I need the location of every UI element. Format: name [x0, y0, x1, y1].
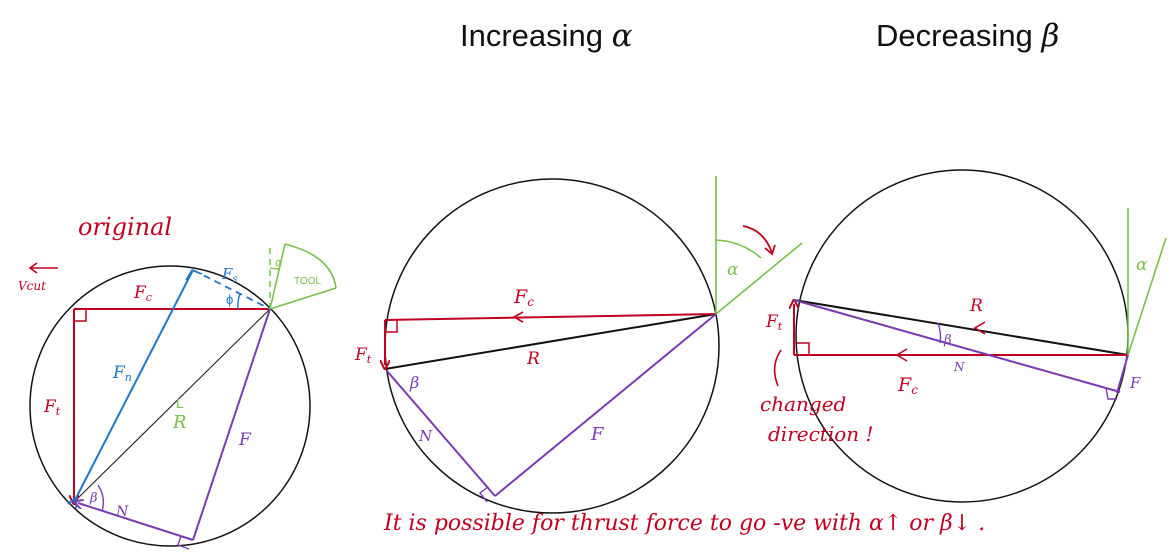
diagram-increasing-alpha: R Fc Ft F N β α [354, 176, 803, 514]
force-fn-original [74, 269, 194, 502]
diagram-decreasing-beta: R Fc Ft N F β α changed direction ! [760, 169, 1167, 503]
diagram-original: original Vcut R L Fc Ft Fn Fs ϕ [18, 213, 337, 550]
tool-rake-decreasing [1127, 237, 1167, 356]
title-increasing-text: Increasing [460, 18, 604, 53]
label-f-increasing: F [590, 424, 605, 445]
label-fc-original: Fc [133, 283, 152, 304]
resultant-r-decreasing [793, 299, 1129, 356]
label-beta-decreasing: β [943, 333, 952, 348]
label-f-decreasing: F [1129, 374, 1141, 392]
note-thrust-force: It is possible for thrust force to go -v… [383, 511, 985, 536]
force-f-original [192, 308, 271, 541]
title-increasing-symbol: α [611, 18, 633, 54]
label-phi-original: ϕ [226, 292, 233, 307]
label-fc-increasing: Fc [513, 286, 534, 309]
rotation-arrow-increasing [742, 225, 773, 254]
circle-increasing [384, 178, 720, 514]
label-tool-original: TOOL [294, 276, 321, 287]
title-decreasing-symbol: β [1041, 18, 1060, 54]
label-changed-direction: changed [760, 392, 846, 416]
title-decreasing-beta: Decreasing β [876, 20, 1059, 52]
label-alpha-increasing: α [727, 260, 739, 280]
force-n-increasing [386, 370, 496, 497]
label-alpha-decreasing: α [1136, 255, 1148, 275]
svg-text:Vcut: Vcut [18, 279, 46, 293]
resultant-r-increasing [384, 313, 717, 370]
label-n-original: N [115, 504, 129, 520]
label-ft-original: Ft [43, 397, 61, 418]
circle-original [29, 265, 311, 547]
label-beta-increasing: β [409, 373, 419, 392]
svg-text:direction !: direction ! [768, 422, 874, 446]
label-fc-decreasing: Fc [897, 374, 918, 397]
label-r-original: R [172, 412, 187, 433]
vcut-arrow: Vcut [18, 262, 58, 293]
force-f-decreasing [1116, 354, 1129, 394]
tool-rake-increasing [715, 242, 803, 315]
label-ft-increasing: Ft [354, 345, 372, 366]
title-decreasing-text: Decreasing [876, 18, 1033, 53]
label-n-decreasing: N [953, 360, 965, 374]
label-beta-original: β [89, 491, 98, 506]
changed-direction-brace [773, 349, 782, 387]
label-original: original [78, 213, 172, 241]
label-fs-original: Fs [221, 265, 238, 285]
force-fc-increasing [384, 313, 717, 321]
force-fs-original [192, 269, 271, 310]
label-fn-original: Fn [112, 363, 132, 384]
circle-decreasing [795, 169, 1129, 503]
force-f-increasing [494, 313, 717, 497]
label-alpha-original: α [275, 256, 283, 269]
label-r-increasing: R [526, 349, 540, 369]
resultant-r-original [73, 308, 271, 503]
force-n-original [78, 503, 194, 541]
label-n-increasing: N [418, 427, 433, 445]
label-f-original: F [238, 430, 252, 450]
title-increasing-alpha: Increasing α [460, 20, 633, 52]
label-ft-decreasing: Ft [765, 312, 783, 333]
force-n-decreasing [793, 299, 1121, 393]
svg-text:L: L [176, 395, 184, 411]
label-r-decreasing: R [969, 296, 983, 316]
